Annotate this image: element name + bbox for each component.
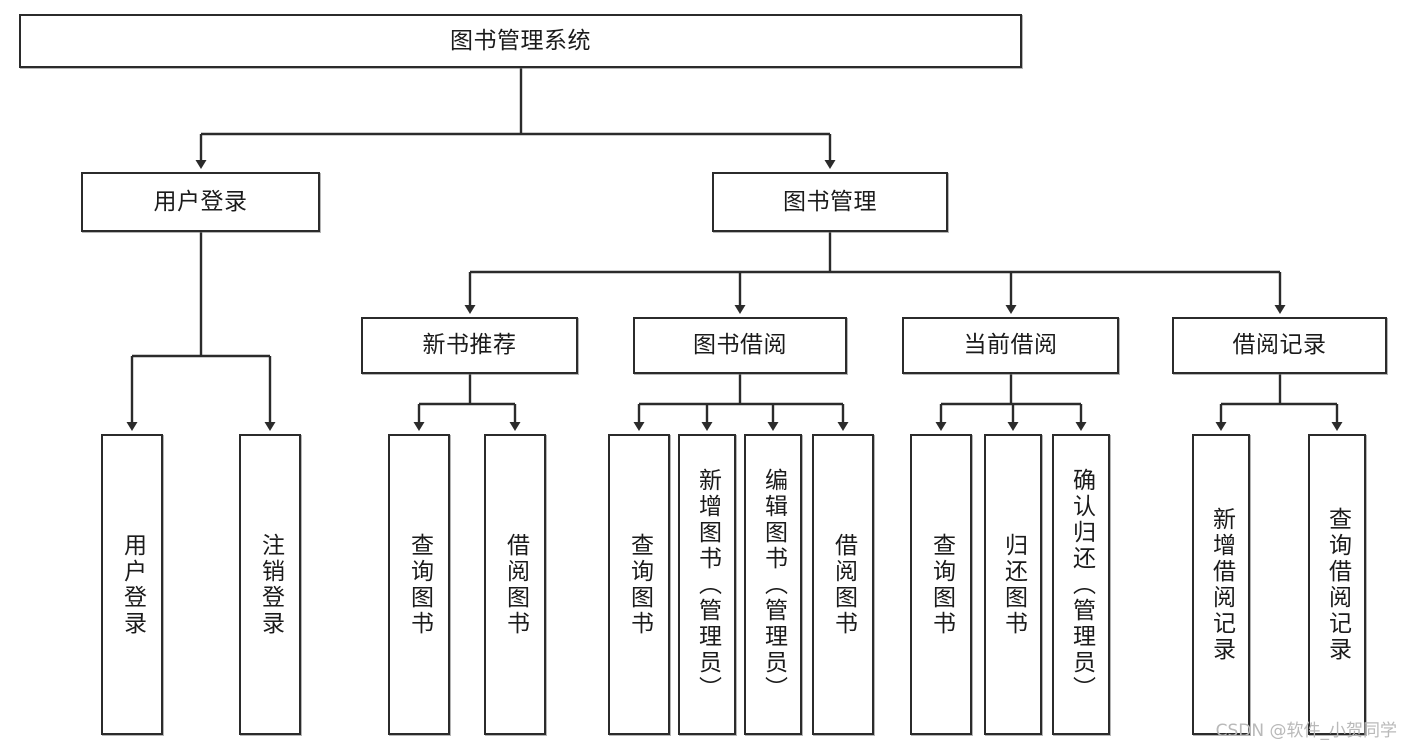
node-leaf-rec-borrow[interactable]: 借阅图书	[484, 434, 546, 735]
node-leaf-cur-confirm[interactable]: 确认归还（管理员）	[1052, 434, 1110, 735]
node-newrec[interactable]: 新书推荐	[361, 317, 578, 374]
watermark: CSDN @软件_小贺同学	[1215, 721, 1397, 741]
node-borrow[interactable]: 图书借阅	[633, 317, 847, 374]
node-leaf-bor-borrow[interactable]: 借阅图书	[812, 434, 874, 735]
node-label: 当前借阅	[963, 332, 1058, 359]
node-label: 用户登录	[153, 188, 248, 215]
node-login[interactable]: 用户登录	[81, 172, 320, 232]
node-label: 图书管理	[783, 188, 877, 215]
node-leaf-rec-query[interactable]: 查询图书	[388, 434, 450, 735]
node-leaf-rec-query2[interactable]: 查询借阅记录	[1308, 434, 1366, 735]
node-label: 借阅图书	[830, 532, 857, 637]
node-leaf-bor-query[interactable]: 查询图书	[608, 434, 670, 735]
node-label: 借阅记录	[1232, 332, 1327, 359]
node-label: 新增借阅记录	[1208, 506, 1235, 663]
node-current[interactable]: 当前借阅	[902, 317, 1119, 374]
node-label: 编辑图书（管理员）	[760, 467, 787, 702]
node-label: 用户登录	[119, 532, 146, 637]
node-label: 查询图书	[406, 532, 433, 637]
node-label: 图书管理系统	[450, 27, 591, 54]
node-leaf-cur-query[interactable]: 查询图书	[910, 434, 972, 735]
node-leaf-userlogin[interactable]: 用户登录	[101, 434, 163, 735]
node-root[interactable]: 图书管理系统	[19, 14, 1022, 68]
node-leaf-cur-return[interactable]: 归还图书	[984, 434, 1042, 735]
node-label: 查询借阅记录	[1324, 506, 1351, 663]
node-records[interactable]: 借阅记录	[1172, 317, 1387, 374]
node-label: 借阅图书	[502, 532, 529, 637]
node-label: 查询图书	[626, 532, 653, 637]
node-label: 新书推荐	[422, 332, 517, 359]
node-leaf-bor-add[interactable]: 新增图书（管理员）	[678, 434, 736, 735]
node-label: 归还图书	[1000, 532, 1027, 637]
node-label: 新增图书（管理员）	[694, 467, 721, 702]
node-label: 查询图书	[928, 532, 955, 637]
node-bookmgmt[interactable]: 图书管理	[712, 172, 948, 232]
node-leaf-logout[interactable]: 注销登录	[239, 434, 301, 735]
node-leaf-bor-edit[interactable]: 编辑图书（管理员）	[744, 434, 802, 735]
node-label: 图书借阅	[693, 332, 787, 359]
node-leaf-rec-add[interactable]: 新增借阅记录	[1192, 434, 1250, 735]
node-label: 注销登录	[257, 532, 284, 637]
node-label: 确认归还（管理员）	[1068, 467, 1095, 702]
